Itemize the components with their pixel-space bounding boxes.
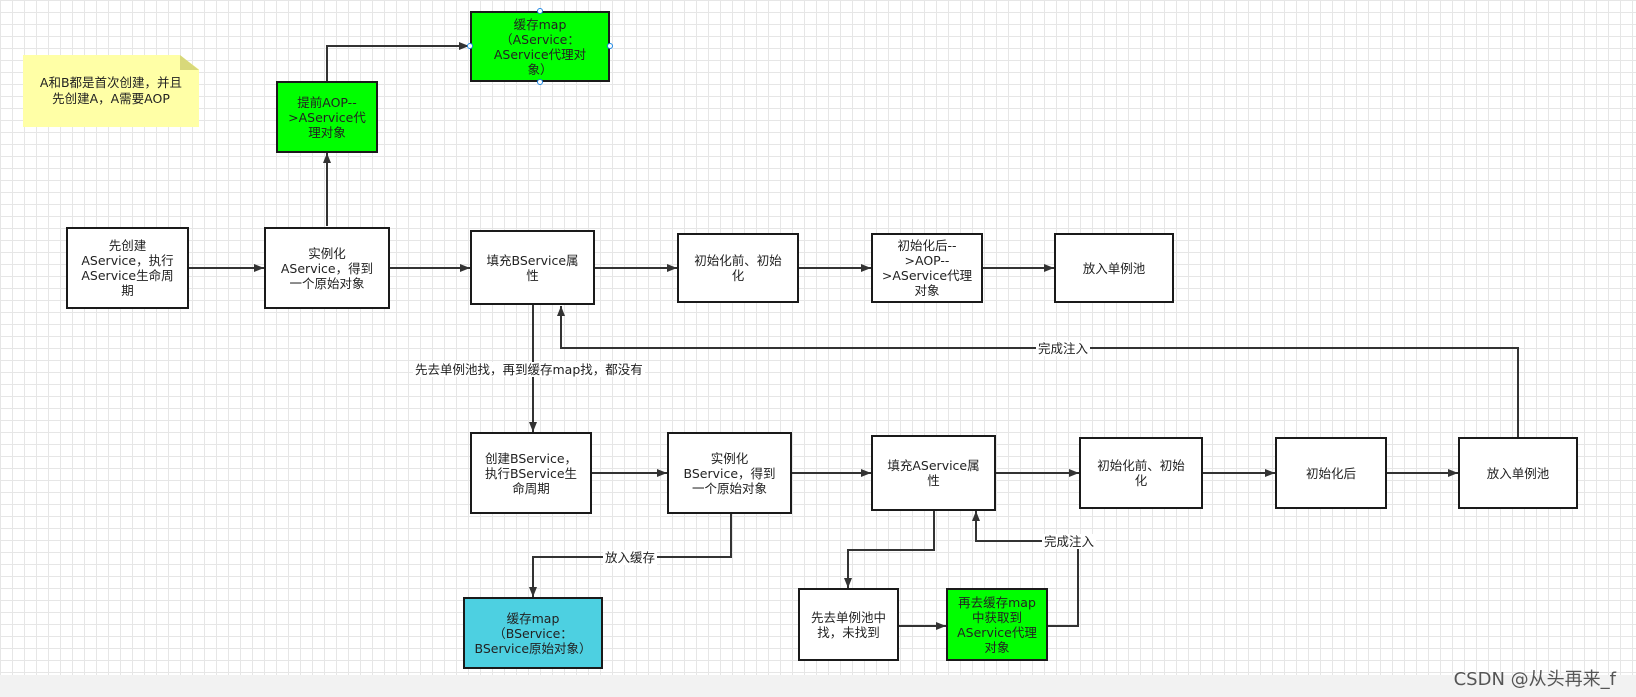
node-create-a[interactable]: 先创建 AService，执行 AService生命周 期 [66,227,189,309]
node-create-b-label: 创建BService， 执行BService生 命周期 [484,450,578,496]
node-instantiate-a-label: 实例化 AService，得到 一个原始对象 [280,245,374,291]
node-early-aop[interactable]: 提前AOP-- >AService代 理对象 [276,81,378,153]
node-b-singleton-label: 放入单例池 [1486,465,1550,481]
node-cache-map-a[interactable]: 缓存map （AService： AService代理对 象） [470,11,610,82]
node-fill-b-prop[interactable]: 填充BService属 性 [470,230,595,305]
sticky-note-text: A和B都是首次创建，并且 先创建A，A需要AOP [39,75,183,106]
node-get-from-cache-label: 再去缓存map 中获取到 AService代理 对象 [957,594,1037,655]
node-a-singleton-label: 放入单例池 [1082,260,1146,276]
watermark: CSDN @从头再来_f [1453,669,1616,690]
node-instantiate-b-label: 实例化 BService，得到 一个原始对象 [683,450,776,496]
edge-label-inject-done-top: 完成注入 [1036,341,1091,356]
node-a-post-init-label: 初始化后-- >AOP-- >AService代理 对象 [881,238,973,298]
node-cache-map-b[interactable]: 缓存map （BService： BService原始对象） [463,597,603,669]
node-create-b[interactable]: 创建BService， 执行BService生 命周期 [470,432,592,514]
node-instantiate-b[interactable]: 实例化 BService，得到 一个原始对象 [667,432,792,514]
node-fill-b-prop-label: 填充BService属 性 [486,252,579,283]
node-early-aop-label: 提前AOP-- >AService代 理对象 [288,94,366,140]
node-fill-a-prop-label: 填充AService属 性 [887,458,980,488]
node-fill-a-prop[interactable]: 填充AService属 性 [871,435,996,511]
node-b-pre-init-label: 初始化前、初始 化 [1097,458,1185,488]
node-a-singleton[interactable]: 放入单例池 [1054,233,1174,303]
node-get-from-cache[interactable]: 再去缓存map 中获取到 AService代理 对象 [946,588,1048,661]
node-cache-map-a-label: 缓存map （AService： AService代理对 象） [493,16,587,77]
node-b-pre-init[interactable]: 初始化前、初始 化 [1079,437,1203,509]
edge-label-search-all: 先去单例池找，再到缓存map找，都没有 [413,362,645,377]
edge-fill-a-to-search-singleton [844,510,935,588]
node-b-singleton[interactable]: 放入单例池 [1458,437,1578,509]
bottom-strip [0,675,1636,697]
node-search-singleton[interactable]: 先去单例池中 找，未找到 [798,588,899,661]
node-b-post-init[interactable]: 初始化后 [1275,437,1387,509]
node-search-singleton-label: 先去单例池中 找，未找到 [810,609,886,640]
node-b-post-init-label: 初始化后 [1305,465,1356,481]
selection-handle-left[interactable] [467,43,473,49]
edge-b-singleton-to-fill-b [557,306,1519,437]
node-instantiate-a[interactable]: 实例化 AService，得到 一个原始对象 [264,227,390,309]
selection-handle-right[interactable] [607,43,613,49]
node-a-post-init[interactable]: 初始化后-- >AOP-- >AService代理 对象 [871,233,983,303]
node-cache-map-b-label: 缓存map （BService： BService原始对象） [474,610,592,656]
sticky-note: A和B都是首次创建，并且 先创建A，A需要AOP [23,55,199,127]
edge-label-inject-done-bottom: 完成注入 [1042,534,1097,549]
edge-label-put-cache: 放入缓存 [603,550,658,565]
selection-handle-bottom[interactable] [537,79,543,85]
selection-handle-top[interactable] [537,8,543,14]
node-create-a-label: 先创建 AService，执行 AService生命周 期 [81,238,174,298]
edge-early-aop-to-cache-map-a [326,42,469,82]
node-a-pre-init-label: 初始化前、初始 化 [694,253,782,283]
node-a-pre-init[interactable]: 初始化前、初始 化 [677,233,799,303]
